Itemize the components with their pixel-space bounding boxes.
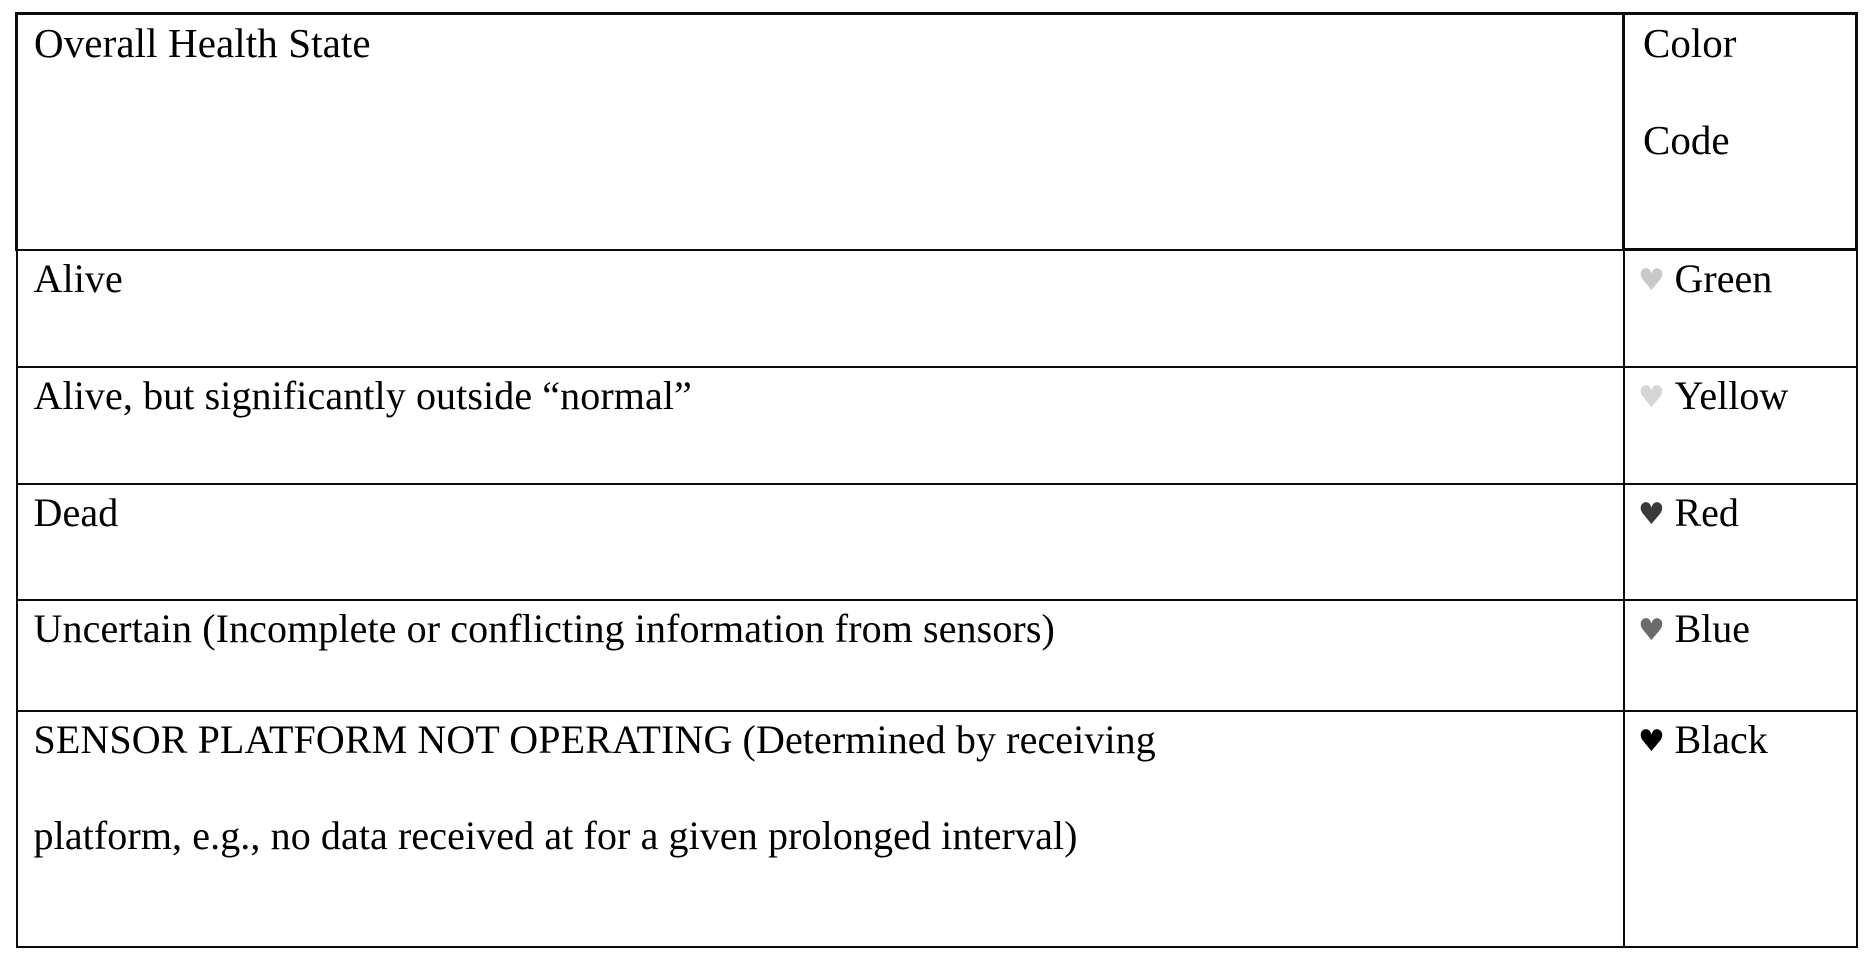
heart-icon: ♥ [1638,723,1665,759]
table-header-row: Overall Health State Color Code [15,12,1858,251]
state-label: Alive [33,255,123,301]
state-cell-alive: Alive [15,248,1625,368]
color-code-cell-black: ♥Black [1622,709,1858,948]
state-label: Uncertain (Incomplete or conflicting inf… [33,605,1055,651]
header-cell-overall-health-state: Overall Health State [15,12,1625,251]
state-label-line2: platform, e.g., no data received at for … [33,812,1078,858]
color-label: Yellow [1674,372,1789,418]
heart-icon: ♥ [1638,612,1665,648]
color-label: Red [1674,489,1739,535]
state-cell-alive-outside-normal: Alive, but significantly outside “normal… [15,365,1625,485]
table-row: Alive, but significantly outside “normal… [15,365,1858,485]
color-label: Blue [1674,605,1751,651]
state-label: Dead [33,489,119,535]
heart-icon: ♥ [1638,379,1665,415]
color-label: Black [1674,716,1768,762]
state-cell-uncertain: Uncertain (Incomplete or conflicting inf… [15,598,1625,712]
header-label-color: Color [1643,20,1737,66]
header-label-code: Code [1643,117,1730,163]
header-label-state: Overall Health State [34,20,371,66]
header-cell-color-code: Color Code [1622,12,1858,251]
state-cell-sensor-platform-not-operating: SENSOR PLATFORM NOT OPERATING (Determine… [15,709,1625,948]
table-row: Alive ♥ Green [15,248,1858,368]
heart-icon: ♥ [1638,263,1665,298]
color-code-cell-yellow: ♥Yellow [1622,365,1858,485]
heart-icon: ♥ [1638,496,1665,532]
state-cell-dead: Dead [15,482,1625,601]
color-code-cell-red: ♥Red [1622,482,1858,601]
table-row: Dead ♥Red [15,482,1858,601]
health-state-color-code-table: Overall Health State Color Code Alive [15,12,1858,948]
state-label-line1: SENSOR PLATFORM NOT OPERATING (Determine… [33,716,1156,762]
state-label: Alive, but significantly outside “normal… [33,372,692,418]
table-row: Uncertain (Incomplete or conflicting inf… [15,598,1858,712]
table-row: SENSOR PLATFORM NOT OPERATING (Determine… [15,709,1858,948]
color-code-cell-green: ♥ Green [1622,248,1858,368]
color-code-cell-blue: ♥Blue [1622,598,1858,712]
color-label: Green [1674,256,1773,301]
